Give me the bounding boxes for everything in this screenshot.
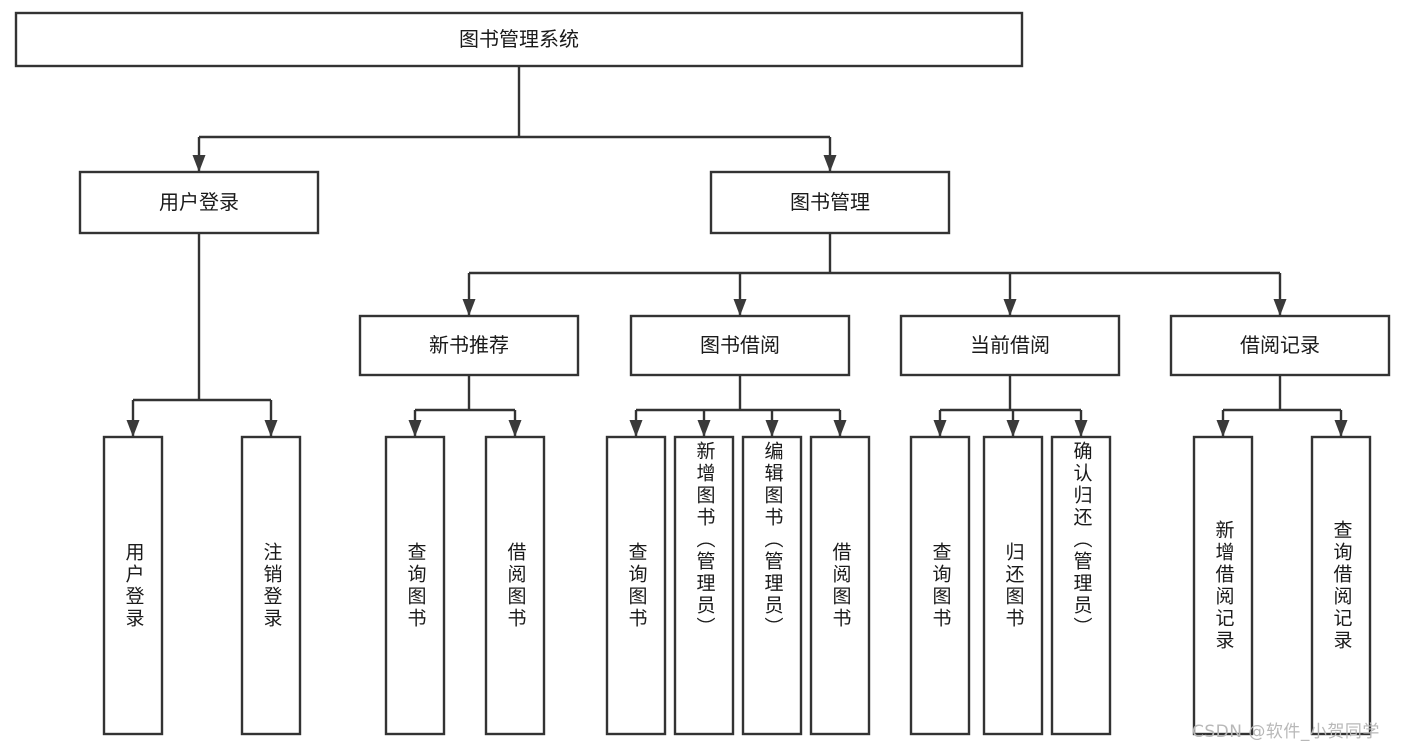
arrowhead-leaf-borrow-book-rec <box>508 420 522 437</box>
csdn-watermark: CSDN @软件_小贺同学 <box>1192 722 1380 742</box>
node-box-leaf-borrow-book[interactable] <box>809 435 871 736</box>
node-box-user-login[interactable] <box>78 170 320 235</box>
node-box-leaf-edit-book-admin[interactable] <box>741 435 803 736</box>
arrowhead-leaf-borrow-book <box>833 420 847 437</box>
arrowhead-leaf-query-borrow-record <box>1334 420 1348 437</box>
node-box-leaf-borrow-book-rec[interactable] <box>484 435 546 736</box>
node-box-book-manage[interactable] <box>709 170 951 235</box>
arrowhead-leaf-user-login <box>126 420 140 437</box>
node-label-book-manage: 图书管理 <box>790 190 870 214</box>
node-label-borrow-record: 借阅记录 <box>1240 333 1320 357</box>
node-box-borrow-record[interactable] <box>1169 314 1391 377</box>
arrowhead-leaf-add-borrow-record <box>1216 420 1230 437</box>
node-box-leaf-user-login[interactable] <box>102 435 164 736</box>
node-label-book-borrow: 图书借阅 <box>700 333 780 357</box>
node-box-leaf-query-book-borrow[interactable] <box>605 435 667 736</box>
node-box-leaf-query-book-rec[interactable] <box>384 435 446 736</box>
node-label-root: 图书管理系统 <box>459 27 579 51</box>
node-box-leaf-query-borrow-record[interactable] <box>1310 435 1372 736</box>
node-box-leaf-add-book-admin[interactable] <box>673 435 735 736</box>
arrowhead-user-login <box>192 155 206 172</box>
node-box-leaf-confirm-return-admin[interactable] <box>1050 435 1112 736</box>
node-label-new-book-recommend: 新书推荐 <box>429 333 509 357</box>
arrowhead-borrow-record <box>1273 299 1287 316</box>
arrowhead-new-book-recommend <box>462 299 476 316</box>
arrowhead-leaf-query-book-borrow <box>629 420 643 437</box>
box-layer <box>14 11 1391 736</box>
node-box-new-book-recommend[interactable] <box>358 314 580 377</box>
node-label-current-borrow: 当前借阅 <box>970 333 1050 357</box>
arrowhead-book-manage <box>823 155 837 172</box>
arrowhead-book-borrow <box>733 299 747 316</box>
node-box-current-borrow[interactable] <box>899 314 1121 377</box>
node-box-book-borrow[interactable] <box>629 314 851 377</box>
arrowhead-leaf-query-book-cur <box>933 420 947 437</box>
node-box-leaf-add-borrow-record[interactable] <box>1192 435 1254 736</box>
arrowhead-leaf-return-book <box>1006 420 1020 437</box>
node-box-leaf-query-book-cur[interactable] <box>909 435 971 736</box>
node-box-leaf-logout-login[interactable] <box>240 435 302 736</box>
arrowhead-leaf-edit-book-admin <box>765 420 779 437</box>
connector-layer <box>126 66 1348 437</box>
arrowhead-leaf-confirm-return-admin <box>1074 420 1088 437</box>
arrowhead-current-borrow <box>1003 299 1017 316</box>
arrowhead-leaf-logout-login <box>264 420 278 437</box>
node-box-root[interactable] <box>14 11 1024 68</box>
node-label-user-login: 用户登录 <box>159 190 239 214</box>
arrowhead-leaf-add-book-admin <box>697 420 711 437</box>
arrowhead-leaf-query-book-rec <box>408 420 422 437</box>
node-box-leaf-return-book[interactable] <box>982 435 1044 736</box>
